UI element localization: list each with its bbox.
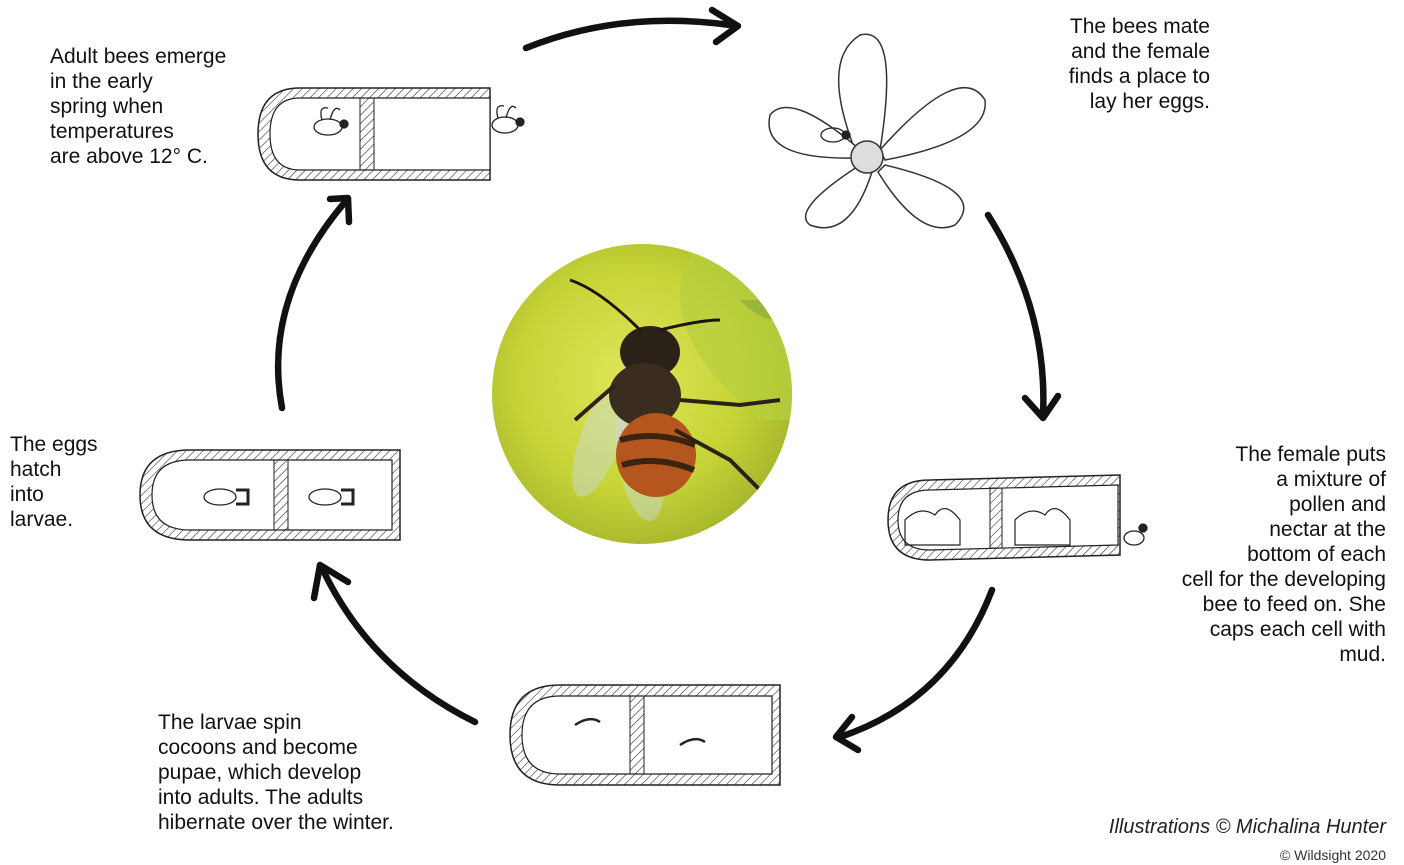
nest-tube-provision-illustration (888, 475, 1147, 560)
stage-caption-mate: The bees mate and the female finds a pla… (1000, 14, 1210, 114)
nest-tube-cocoon-illustration (510, 685, 780, 785)
nest-tube-larvae-illustration (140, 450, 400, 540)
stage-caption-pupae: The larvae spin cocoons and become pupae… (158, 710, 458, 835)
flower-illustration (769, 34, 985, 227)
arrow-right-upper (988, 215, 1058, 418)
arrow-top (526, 10, 738, 48)
illustration-credit: Illustrations © Michalina Hunter (1109, 816, 1386, 839)
arrow-left (278, 198, 349, 408)
bee-sketch-icon (492, 106, 524, 133)
mason-bee-photo (490, 240, 800, 550)
copyright-notice: © Wildsight 2020 (1280, 847, 1386, 863)
arrow-bottom-left (314, 565, 475, 722)
stage-caption-emerge: Adult bees emerge in the early spring wh… (50, 44, 310, 169)
stage-caption-provision: The female puts a mixture of pollen and … (1140, 442, 1386, 667)
stage-caption-hatch: The eggs hatch into larvae. (10, 432, 130, 532)
arrow-right-lower (836, 590, 992, 750)
